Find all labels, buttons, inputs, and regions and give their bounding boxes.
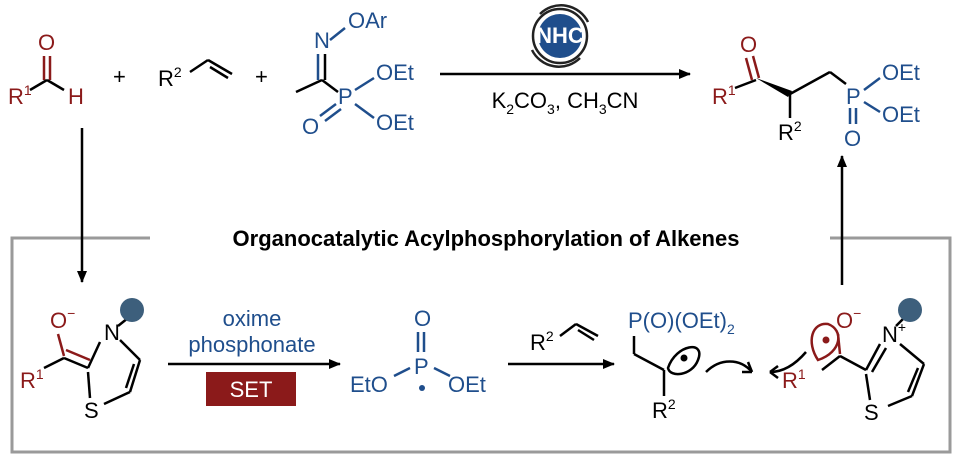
svg-text:P: P: [414, 354, 429, 379]
nhc-label: NHC: [536, 23, 584, 48]
svg-text:R1: R1: [712, 82, 736, 109]
svg-text:OEt: OEt: [882, 60, 920, 85]
aldehyde: O R1 H: [8, 30, 84, 109]
plus-1: +: [113, 64, 126, 89]
plus-2: +: [255, 64, 268, 89]
mechanism-box: [10, 236, 952, 454]
svg-text:OEt: OEt: [882, 102, 920, 127]
oxime-OEt2: OEt: [376, 110, 414, 135]
svg-text:R1: R1: [8, 82, 32, 109]
alkene: R2: [158, 58, 233, 91]
carbon-radical: P(O)(OEt)2 R2: [628, 308, 807, 423]
aldehyde-H: H: [68, 84, 84, 109]
set-badge: [206, 372, 296, 406]
oxime-N: N: [314, 28, 330, 53]
svg-text:OEt: OEt: [448, 372, 486, 397]
breslow-intermediate: O− R1 N S: [20, 298, 144, 423]
svg-text:EtO: EtO: [350, 372, 388, 397]
phosphonyl-radical: O P EtO OEt: [350, 306, 486, 397]
alkene-arrow: R2: [508, 322, 615, 369]
svg-text:N: N: [104, 320, 120, 345]
oxime-P: P: [338, 84, 353, 109]
substituent-circle-2: [898, 298, 922, 322]
svg-text:O−: O−: [836, 305, 861, 333]
svg-text:R2: R2: [778, 118, 802, 145]
product-O: O: [740, 32, 757, 57]
svg-text:O: O: [844, 126, 861, 151]
svg-text:R2: R2: [158, 64, 182, 91]
set-arrow: oxime phosphonate SET: [168, 306, 341, 406]
conditions: K2CO3, CH3CN: [492, 88, 639, 117]
svg-text:P(O)(OEt)2: P(O)(OEt)2: [628, 308, 735, 337]
main-arrow: NHC K2CO3, CH3CN: [440, 4, 691, 117]
svg-text:O−: O−: [50, 305, 75, 333]
product-P: P: [846, 84, 861, 109]
ketyl-intermediate: O− R1 N+ S: [782, 298, 926, 425]
aldehyde-R-sup: 1: [24, 82, 32, 98]
svg-text:S: S: [864, 400, 879, 425]
svg-text:R1: R1: [20, 366, 44, 393]
svg-text:SET: SET: [230, 377, 273, 402]
oxime-OAr: OAr: [348, 8, 387, 33]
svg-text:R2: R2: [652, 396, 676, 423]
oxime-O: O: [302, 114, 319, 139]
svg-text:O: O: [414, 306, 431, 331]
nhc-badge: NHC: [530, 4, 590, 68]
svg-text:phosphonate: phosphonate: [188, 332, 315, 357]
alkene-R: R: [158, 66, 174, 91]
svg-text:S: S: [84, 398, 99, 423]
alkene-R-sup: 2: [174, 64, 182, 80]
svg-text:oxime: oxime: [223, 306, 282, 331]
substituent-circle: [120, 298, 144, 322]
product: O R1 R2 P OEt OEt O: [712, 32, 920, 151]
aldehyde-R: R: [8, 84, 24, 109]
svg-text:R2: R2: [530, 328, 554, 355]
aldehyde-O: O: [38, 30, 55, 55]
oxime-phosphonate: N OAr P OEt OEt O: [295, 8, 414, 139]
scheme-title: Organocatalytic Acylphosphorylation of A…: [233, 226, 740, 251]
svg-text:R1: R1: [782, 366, 806, 393]
svg-text:N+: N+: [882, 319, 906, 347]
oxime-OEt1: OEt: [376, 60, 414, 85]
